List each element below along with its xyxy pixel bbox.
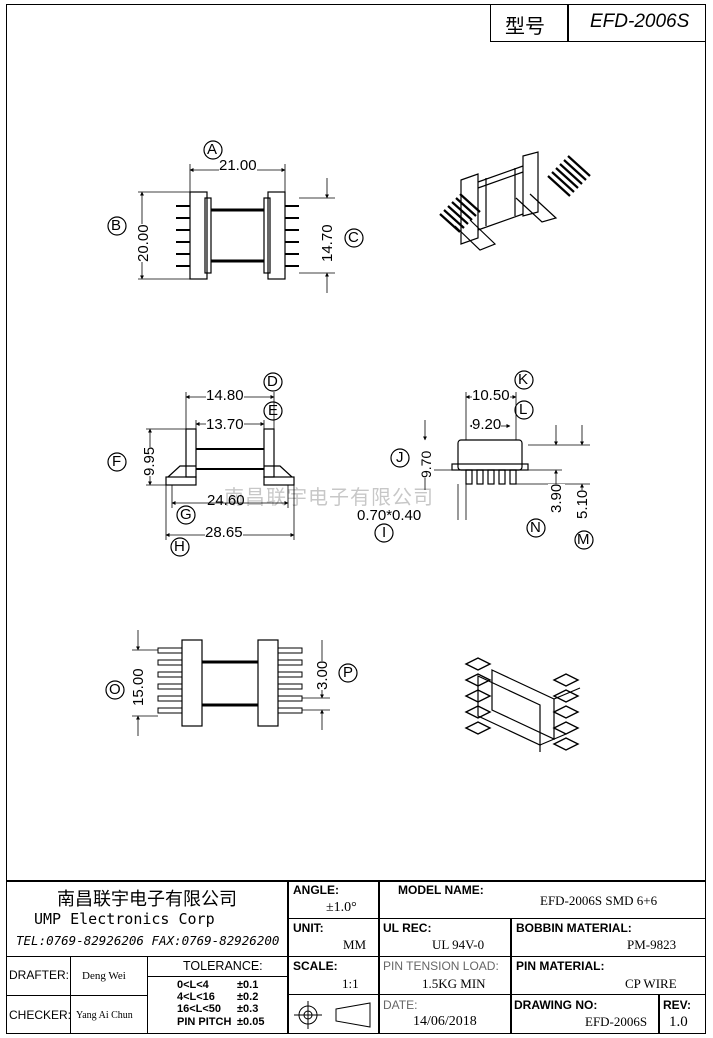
tol-range-1: 0<L<4	[177, 979, 209, 991]
ul-rec-label: UL REC:	[383, 921, 432, 935]
unit-label: UNIT:	[293, 921, 324, 935]
model-name-value: EFD-2006S SMD 6+6	[540, 893, 658, 908]
drafter-label: DRAFTER:	[9, 968, 69, 982]
dim-j-value: 9.70	[418, 450, 434, 478]
pin-tension-value: 1.5KG MIN	[422, 976, 486, 991]
rev-label: REV:	[663, 998, 692, 1012]
unit-value: MM	[343, 937, 367, 952]
dim-m-value: 5.10	[574, 489, 591, 519]
pin-material-label: PIN MATERIAL:	[516, 959, 605, 973]
model-header-value: EFD-2006S	[590, 11, 690, 32]
contact-line: TEL:0769-82926206 FAX:0769-82926200	[16, 933, 280, 948]
tag-d: D	[267, 373, 278, 390]
drawing-no-value: EFD-2006S	[585, 1014, 648, 1029]
projection-symbol-icon	[294, 1001, 371, 1029]
tol-value-4: ±0.05	[237, 1016, 265, 1028]
checker-label: CHECKER:	[9, 1008, 72, 1022]
dim-e-value: 13.70	[206, 416, 244, 433]
tag-h: H	[174, 538, 185, 555]
checker-name: Yang Ai Chun	[76, 1010, 133, 1021]
model-name-label: MODEL NAME:	[398, 883, 484, 897]
dim-k-value: 10.50	[472, 387, 510, 404]
tag-i: I	[382, 524, 387, 541]
drawing-frame	[6, 4, 706, 1034]
tag-p: P	[343, 664, 354, 681]
date-label: DATE:	[383, 998, 418, 1012]
bottom-view	[132, 630, 330, 736]
tag-c: C	[348, 229, 359, 246]
tag-o: O	[109, 681, 121, 698]
dim-i-value: 0.70*0.40	[357, 507, 422, 524]
company-en: UMP Electronics Corp	[34, 910, 215, 928]
tol-value-2: ±0.2	[237, 991, 259, 1003]
dim-n-value: 3.90	[548, 483, 565, 513]
dim-h-value: 28.65	[205, 524, 243, 541]
drawing-no-label: DRAWING NO:	[514, 998, 598, 1012]
tag-m: M	[577, 531, 590, 548]
angle-value: ±1.0°	[326, 900, 357, 915]
tag-n: N	[530, 519, 541, 536]
rev-value: 1.0	[669, 1014, 688, 1030]
dim-b-value: 20.00	[135, 224, 152, 262]
drafter-name: Deng Wei	[82, 970, 126, 982]
pin-tension-label: PIN TENSION LOAD:	[383, 959, 499, 973]
iso-view-bottom	[464, 657, 581, 752]
date-value: 14/06/2018	[413, 1014, 477, 1029]
model-header-label: 型号	[505, 16, 545, 38]
dim-a-value: 21.00	[219, 157, 257, 174]
tol-range-3: 16<L<50	[177, 1003, 222, 1015]
bobbin-material-value: PM-9823	[627, 937, 677, 952]
dim-l-value: 9.20	[472, 416, 502, 433]
technical-drawing	[105, 140, 594, 752]
top-view	[138, 164, 335, 293]
tolerance-label: TOLERANCE:	[183, 959, 263, 973]
angle-label: ANGLE:	[293, 883, 339, 897]
dim-d-value: 14.80	[206, 387, 244, 404]
tag-a: A	[207, 141, 218, 158]
scale-label: SCALE:	[293, 959, 338, 973]
tag-j: J	[396, 449, 404, 466]
tag-b: B	[111, 217, 122, 234]
tag-l: L	[519, 401, 528, 418]
tol-value-3: ±0.3	[237, 1003, 259, 1015]
dim-f-value: 9.95	[141, 446, 158, 476]
iso-view-top	[439, 151, 591, 251]
front-view	[146, 392, 295, 540]
tag-k: K	[518, 371, 529, 388]
model-header-box	[490, 4, 706, 42]
dim-g-value: 24.60	[207, 492, 245, 509]
scale-value: 1:1	[342, 976, 359, 991]
dim-c-value: 14.70	[319, 224, 336, 262]
tol-range-4: PIN PITCH	[177, 1016, 232, 1028]
company-cn: 南昌联宇电子有限公司	[57, 889, 237, 910]
dim-p-value: 3.00	[314, 660, 331, 690]
tag-g: G	[180, 506, 192, 523]
tag-e: E	[268, 402, 279, 419]
watermark: 南昌联宇电子有限公司	[224, 487, 434, 509]
tol-value-1: ±0.1	[237, 979, 259, 991]
tol-range-2: 4<L<16	[177, 991, 215, 1003]
ul-rec-value: UL 94V-0	[432, 937, 485, 952]
pin-material-value: CP WIRE	[625, 976, 677, 991]
tag-f: F	[112, 453, 122, 470]
dim-o-value: 15.00	[130, 668, 147, 706]
bobbin-material-label: BOBBIN MATERIAL:	[516, 921, 632, 935]
